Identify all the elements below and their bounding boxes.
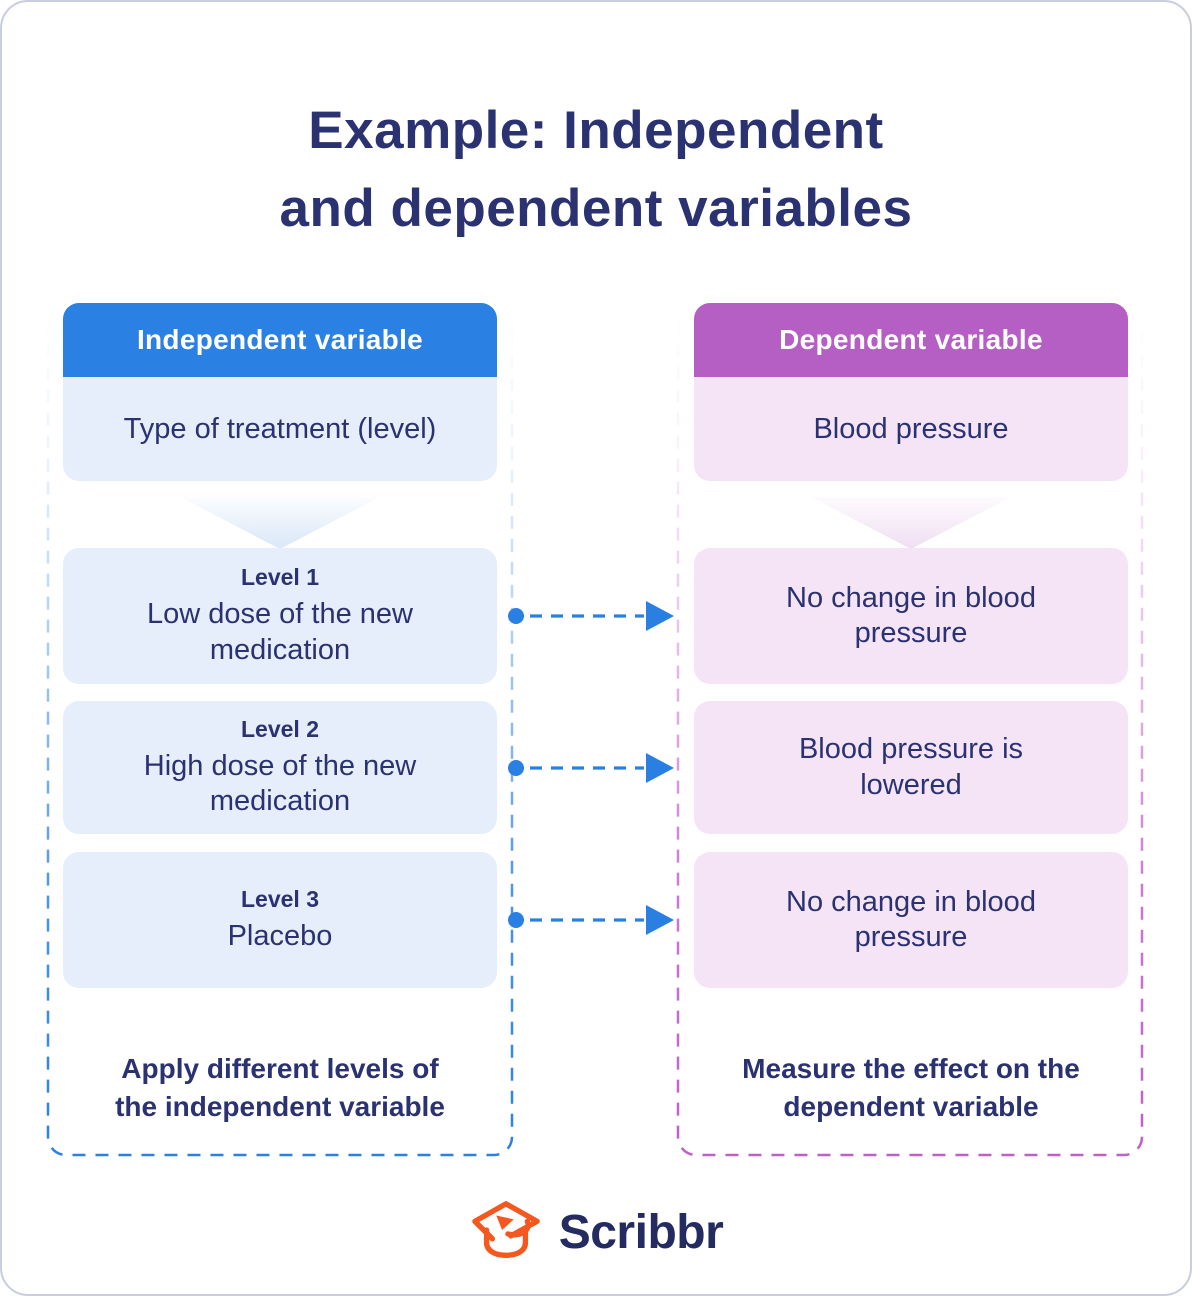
- dependent-header-card: Dependent variable Blood pressure: [694, 303, 1128, 481]
- result-2-text: Blood pressure is lowered: [798, 733, 1024, 801]
- level-3-box: Level 3 Placebo: [63, 852, 497, 988]
- level-2-label: Level 2: [241, 715, 319, 742]
- scribbr-logo-icon: [471, 1201, 540, 1258]
- dependent-header-label: Dependent variable: [694, 303, 1128, 377]
- independent-header-card: Independent variable Type of treatment (…: [63, 303, 497, 481]
- page-title: Example: Independent and dependent varia…: [0, 92, 1192, 249]
- brand-footer: Scribbr: [0, 1198, 1192, 1266]
- level-2-box: Level 2 High dose of the new medication: [63, 701, 497, 834]
- result-1-text: No change in blood pressure: [786, 581, 1036, 649]
- independent-caption: Apply different levels of the independen…: [115, 1053, 445, 1122]
- connector-arrow-level3: [508, 905, 674, 935]
- result-2-box: Blood pressure is lowered: [694, 701, 1128, 834]
- dependent-caption: Measure the effect on the dependent vari…: [742, 1053, 1080, 1122]
- level-2-text: High dose of the new medication: [143, 749, 417, 817]
- level-3-text: Placebo: [227, 919, 333, 952]
- level-3-label: Level 3: [241, 885, 319, 912]
- result-1-box: No change in blood pressure: [694, 548, 1128, 684]
- page-title-line1: Example: Independent: [308, 101, 884, 160]
- level-1-label: Level 1: [241, 564, 319, 591]
- connector-arrow-level2: [508, 753, 674, 783]
- dependent-subheader: Blood pressure: [694, 377, 1128, 481]
- page-title-line2: and dependent variables: [279, 179, 913, 239]
- level-1-box: Level 1 Low dose of the new medication: [63, 548, 497, 684]
- independent-header-label: Independent variable: [63, 303, 497, 377]
- level-1-text: Low dose of the new medication: [146, 598, 413, 666]
- independent-subheader: Type of treatment (level): [63, 377, 497, 481]
- result-3-text: No change in blood pressure: [786, 885, 1036, 953]
- brand-wordmark: Scribbr: [558, 1205, 724, 1259]
- result-3-box: No change in blood pressure: [694, 852, 1128, 988]
- connector-arrow-level1: [508, 601, 674, 631]
